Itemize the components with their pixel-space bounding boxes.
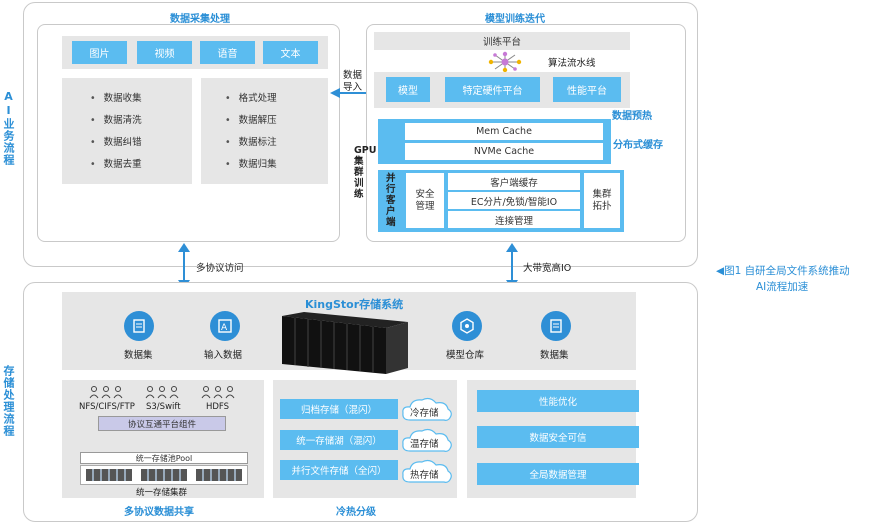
media-text: 文本 bbox=[263, 41, 318, 64]
import-label: 数据导入 bbox=[343, 70, 363, 93]
training-title: 模型训练迭代 bbox=[485, 14, 545, 25]
tier-archive: 归档存储（混闪） bbox=[280, 399, 398, 419]
server-rack-icon bbox=[282, 312, 408, 374]
input-data-label: 输入数据 bbox=[204, 350, 243, 361]
cold-label: 冷存储 bbox=[410, 408, 439, 419]
platform-performance: 性能平台 bbox=[553, 77, 621, 102]
pool-box: 统一存储池Pool bbox=[80, 452, 248, 464]
list-item: 格式处理 bbox=[225, 88, 328, 110]
list-item: 数据解压 bbox=[225, 110, 328, 132]
caption-line1: ◀图1 自研全局文件系统推动 bbox=[716, 265, 850, 277]
dataset-icon bbox=[124, 311, 154, 341]
rack bbox=[140, 469, 187, 481]
input-data-icon: A bbox=[210, 311, 240, 341]
figure-caption: ◀图1 自研全局文件系统推动 AI流程加速 bbox=[716, 263, 850, 295]
list-item: 数据归集 bbox=[225, 154, 328, 176]
rack bbox=[85, 469, 132, 481]
warm-label: 温存储 bbox=[410, 439, 439, 450]
cold-cloud: 冷存储 bbox=[400, 396, 454, 424]
storage-title: KingStor存储系统 bbox=[305, 298, 404, 311]
topology-box: 集群拓扑 bbox=[584, 173, 620, 228]
training-platform-bar: 训练平台 bbox=[374, 32, 630, 50]
pipeline-label: 算法流水线 bbox=[548, 58, 596, 69]
cluster-racks bbox=[80, 465, 248, 485]
hot-cloud: 热存储 bbox=[400, 458, 454, 486]
rack bbox=[196, 469, 243, 481]
gpu-cluster-label: GPU集群训练 bbox=[354, 145, 377, 200]
feature-global: 全局数据管理 bbox=[477, 463, 639, 485]
list-item: 数据去重 bbox=[90, 154, 192, 176]
pipeline-icon bbox=[488, 51, 522, 73]
bandwidth-label: 大带宽高IO bbox=[523, 263, 572, 274]
media-video: 视频 bbox=[137, 41, 192, 64]
ec-box: EC分片/免锁/智能IO bbox=[448, 192, 580, 209]
tier-parallel: 并行文件存储（全闪） bbox=[280, 460, 398, 480]
nvme-cache: NVMe Cache bbox=[405, 143, 603, 160]
interop-box: 协议互通平台组件 bbox=[98, 416, 226, 431]
collection-left-list: 数据收集 数据清洗 数据纠错 数据去重 bbox=[62, 78, 192, 184]
tier-lake: 统一存储湖（混闪） bbox=[280, 430, 398, 450]
multi-protocol-label: 多协议访问 bbox=[196, 263, 244, 274]
dataset2-label: 数据集 bbox=[540, 350, 569, 361]
cluster-label: 统一存储集群 bbox=[136, 488, 188, 498]
security-box: 安全管理 bbox=[406, 173, 444, 228]
caption-line2: AI流程加速 bbox=[756, 281, 809, 293]
dataset2-icon bbox=[541, 311, 571, 341]
feature-security: 数据安全可信 bbox=[477, 426, 639, 448]
parallel-client-label: 并行客户端 bbox=[386, 173, 396, 228]
protocol-s3: S3/Swift bbox=[146, 402, 181, 412]
collection-title: 数据采集处理 bbox=[170, 14, 230, 25]
dataset-label: 数据集 bbox=[124, 350, 153, 361]
platform-hardware: 特定硬件平台 bbox=[445, 77, 540, 102]
client-cache: 客户端缓存 bbox=[448, 173, 580, 190]
ai-flow-label: AI业务流程 bbox=[2, 90, 15, 166]
model-repo-icon bbox=[452, 311, 482, 341]
prefetch-label: 数据预热 bbox=[612, 111, 652, 122]
list-item: 数据纠错 bbox=[90, 132, 192, 154]
collection-right-list: 格式处理 数据解压 数据标注 数据归集 bbox=[201, 78, 328, 184]
mem-cache: Mem Cache bbox=[405, 123, 603, 140]
warm-cloud: 温存储 bbox=[400, 427, 454, 455]
list-item: 数据收集 bbox=[90, 88, 192, 110]
media-image: 图片 bbox=[72, 41, 127, 64]
list-item: 数据标注 bbox=[225, 132, 328, 154]
dist-cache-label: 分布式缓存 bbox=[613, 140, 663, 151]
hot-label: 热存储 bbox=[410, 470, 439, 481]
media-audio: 语音 bbox=[200, 41, 255, 64]
protocol-nfs: NFS/CIFS/FTP bbox=[79, 402, 135, 412]
feature-perf: 性能优化 bbox=[477, 390, 639, 412]
platform-model: 模型 bbox=[386, 77, 430, 102]
svg-text:A: A bbox=[221, 323, 228, 333]
users-icon bbox=[89, 386, 235, 399]
storage-flow-label: 存储处理流程 bbox=[2, 365, 15, 437]
multi-share-title: 多协议数据共享 bbox=[124, 507, 194, 518]
list-item: 数据清洗 bbox=[90, 110, 192, 132]
conn-mgmt: 连接管理 bbox=[448, 211, 580, 228]
protocol-hdfs: HDFS bbox=[206, 402, 230, 412]
model-repo-label: 模型仓库 bbox=[446, 350, 485, 361]
tiering-title: 冷热分级 bbox=[336, 507, 376, 518]
